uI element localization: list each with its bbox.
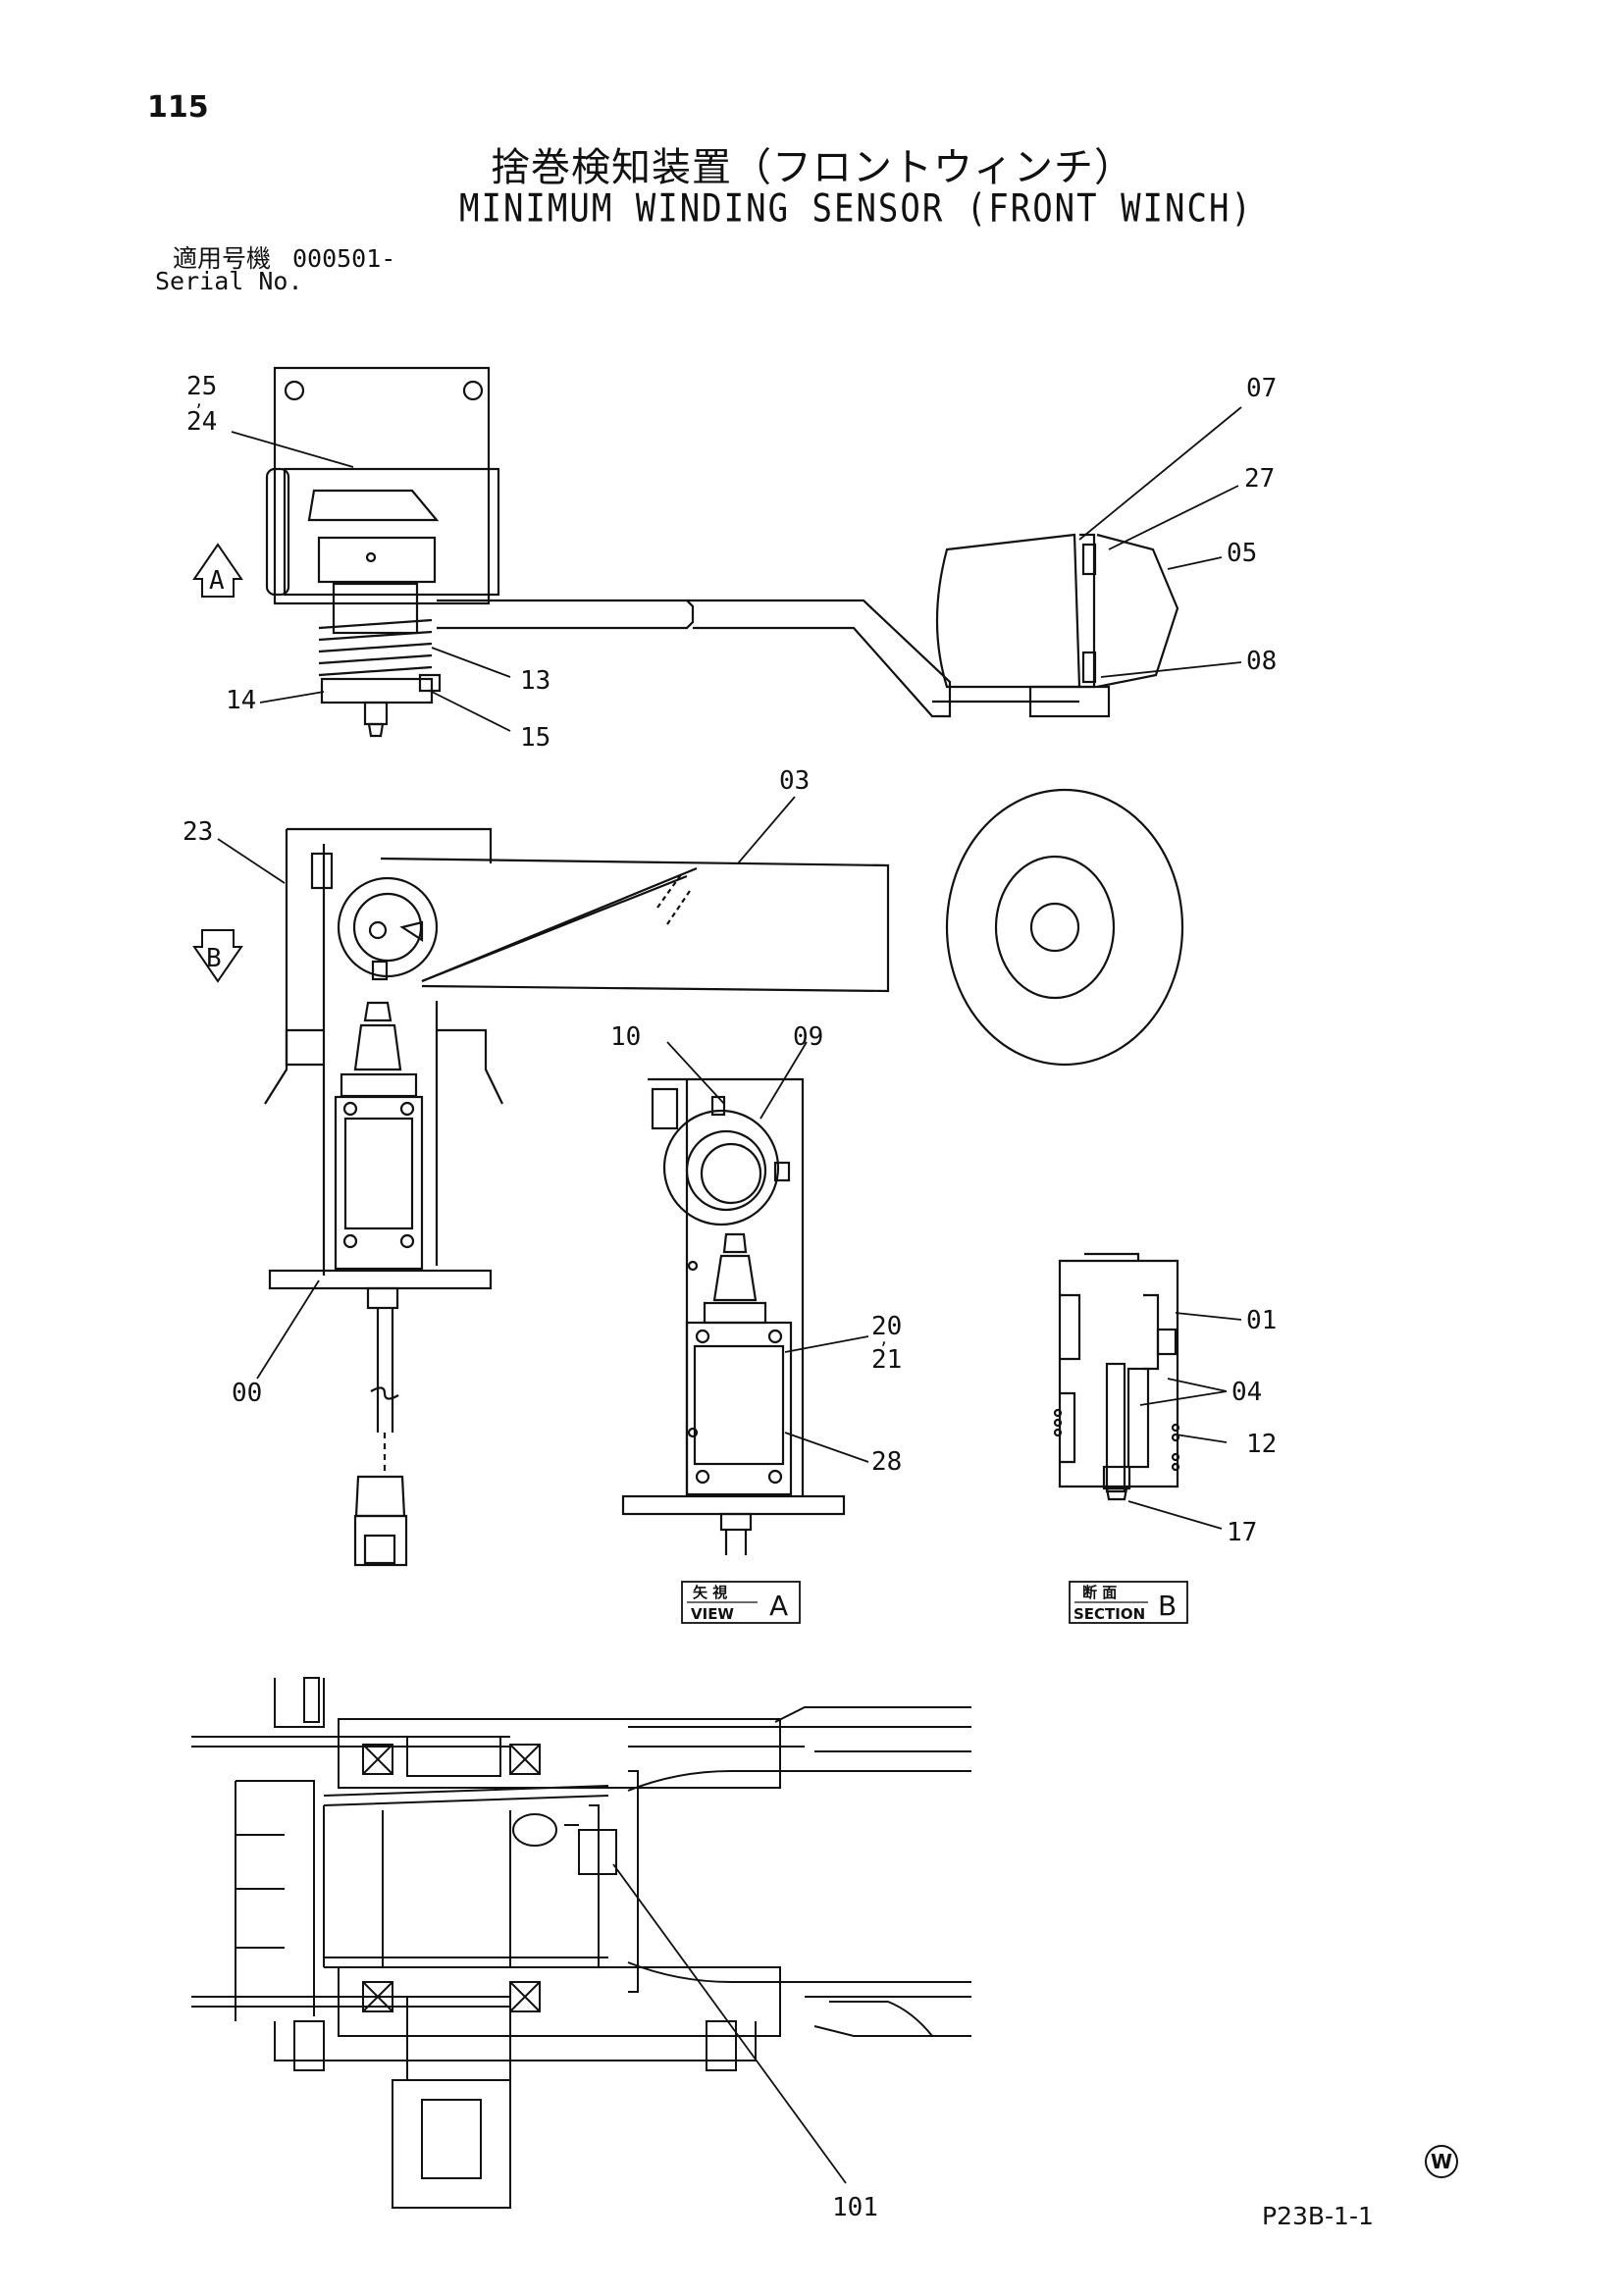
page-number: 115: [147, 90, 209, 125]
page-code: P23B-1-1: [1262, 2202, 1374, 2230]
view-arrow-b: B: [192, 929, 243, 983]
svg-text:,: ,: [194, 391, 204, 410]
view-arrow-a: A: [192, 543, 243, 598]
callout-04: 04: [1231, 1378, 1262, 1407]
serial-line-jp: 適用号機 000501-: [173, 239, 395, 275]
section-b-leaders: [1127, 1312, 1242, 1530]
serial-value: 000501-: [291, 244, 396, 273]
callout-09: 09: [793, 1022, 823, 1052]
callout-17: 17: [1227, 1518, 1257, 1547]
manufacturer-w-mark: W: [1425, 2145, 1458, 2178]
callout-07: 07: [1246, 374, 1277, 403]
serial-label-jp: 適用号機: [173, 244, 272, 273]
callout-08: 08: [1246, 647, 1277, 676]
section-b-drawing: [1053, 1252, 1180, 1501]
callout-10: 10: [610, 1022, 641, 1052]
view-a-en: VIEW: [691, 1605, 734, 1623]
callout-12: 12: [1246, 1430, 1277, 1459]
view-a-jp: 矢 視: [693, 1584, 727, 1601]
callout-14: 14: [226, 686, 256, 715]
top-leaders: [231, 406, 1242, 732]
title-english: MINIMUM WINDING SENSOR (FRONT WINCH): [459, 186, 1253, 232]
callout-13: 13: [520, 666, 550, 696]
callout-05: 05: [1227, 539, 1257, 568]
serial-label-en: Serial No.: [155, 267, 303, 295]
bottom-assembly-view: [191, 1677, 971, 2209]
callout-15: 15: [520, 723, 550, 753]
callout-28: 28: [871, 1447, 902, 1477]
middle-plan-view: [264, 788, 1184, 1567]
arrow-a-letter: A: [209, 566, 225, 596]
callout-24: 24: [186, 407, 217, 437]
callout-21: 21: [871, 1345, 902, 1375]
callout-25: 25: [186, 372, 217, 401]
section-b-letter: B: [1158, 1590, 1177, 1622]
middle-leaders: [217, 796, 796, 1380]
bottom-leaders: [612, 1863, 847, 2184]
top-side-view: [265, 366, 1179, 738]
callout-20: 20: [871, 1312, 902, 1341]
section-b-label: 断 面 SECTION B: [1069, 1581, 1188, 1624]
callout-00: 00: [232, 1379, 262, 1408]
callout-23: 23: [183, 817, 213, 847]
callout-101: 101: [832, 2193, 878, 2222]
view-a-label: 矢 視 VIEW A: [681, 1581, 801, 1624]
callout-03: 03: [779, 766, 810, 796]
svg-text:,: ,: [879, 1330, 889, 1348]
view-a-letter: A: [769, 1590, 788, 1622]
callout-numbers: 25 , 24 07 27 05 13 14 15 08 03 23 10 09…: [183, 372, 1277, 2222]
arrow-b-letter: B: [206, 944, 222, 973]
section-b-en: SECTION: [1073, 1605, 1145, 1623]
title-japanese: 捨巻検知装置（フロントウィンチ）: [491, 145, 1134, 190]
view-a-leaders: [666, 1041, 869, 1463]
callout-27: 27: [1244, 464, 1275, 494]
callout-01: 01: [1246, 1306, 1277, 1335]
section-b-jp: 断 面: [1082, 1584, 1117, 1601]
view-a-drawing: [621, 1077, 846, 1555]
